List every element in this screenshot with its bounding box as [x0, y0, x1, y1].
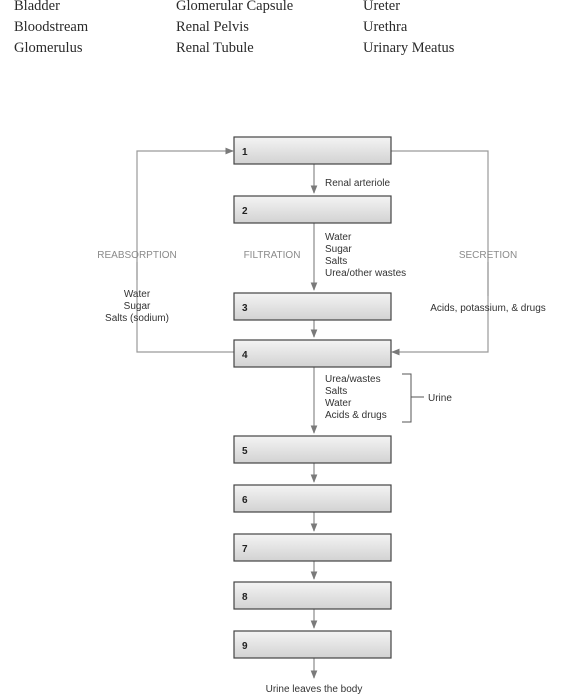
process-box-2: 2	[233, 195, 392, 224]
word-bank-item: Renal Tubule	[176, 40, 254, 56]
word-bank-item: Glomerular Capsule	[176, 0, 294, 14]
process-box-1: 1	[233, 136, 392, 165]
urine-bracket	[402, 373, 424, 423]
reabsorption-items: Water Sugar Salts (sodium)	[105, 289, 169, 324]
process-box-3: 3	[233, 292, 392, 321]
urine-component: Salts	[325, 386, 347, 397]
box-number: 5	[242, 446, 248, 457]
word-bank-item: Renal Pelvis	[176, 19, 249, 35]
reabsorption-item: Salts (sodium)	[105, 313, 169, 324]
box-number: 7	[242, 544, 248, 555]
reabsorption-loop	[136, 147, 234, 353]
reabsorption-item: Sugar	[124, 301, 151, 312]
word-bank-item: Bloodstream	[14, 19, 89, 35]
reabsorption-item: Water	[124, 289, 151, 300]
box-number: 4	[242, 350, 248, 361]
secretion-label: SECRETION	[459, 250, 517, 261]
filtration-item: Salts	[325, 256, 347, 267]
reabsorption-label: REABSORPTION	[97, 250, 176, 261]
word-bank-item: Bladder	[14, 0, 60, 14]
process-box-4: 4	[233, 339, 392, 368]
urine-label: Urine	[428, 393, 452, 404]
filtration-item: Water	[325, 232, 352, 243]
box-number: 6	[242, 495, 248, 506]
urine-components: Urea/wastes Salts Water Acids & drugs	[325, 374, 387, 421]
process-box-6: 6	[233, 484, 392, 513]
process-box-9: 9	[233, 630, 392, 659]
process-box-8: 8	[233, 581, 392, 610]
process-box-7: 7	[233, 533, 392, 562]
word-bank-item: Glomerulus	[14, 40, 83, 56]
footer-label: Urine leaves the body	[266, 684, 363, 695]
filtration-items: Water Sugar Salts Urea/other wastes	[325, 232, 406, 279]
word-bank-item: Urethra	[363, 19, 408, 35]
word-bank-item: Urinary Meatus	[363, 40, 455, 56]
box-number: 9	[242, 641, 248, 652]
urine-component: Urea/wastes	[325, 374, 381, 385]
secretion-loop	[391, 150, 489, 356]
box-number: 2	[242, 206, 248, 217]
urine-component: Water	[325, 398, 352, 409]
process-boxes: 1 2 3 4 5 6 7 8	[233, 136, 392, 659]
box-number: 8	[242, 592, 248, 603]
process-box-5: 5	[233, 435, 392, 464]
box-number: 1	[242, 147, 248, 158]
word-bank-item: Ureter	[363, 0, 401, 14]
filtration-item: Urea/other wastes	[325, 268, 406, 279]
renal-arteriole-label: Renal arteriole	[325, 178, 390, 189]
filtration-label: FILTRATION	[244, 250, 301, 261]
filtration-item: Sugar	[325, 244, 352, 255]
box-number: 3	[242, 303, 248, 314]
urine-component: Acids & drugs	[325, 410, 387, 421]
secretion-item: Acids, potassium, & drugs	[430, 303, 546, 314]
